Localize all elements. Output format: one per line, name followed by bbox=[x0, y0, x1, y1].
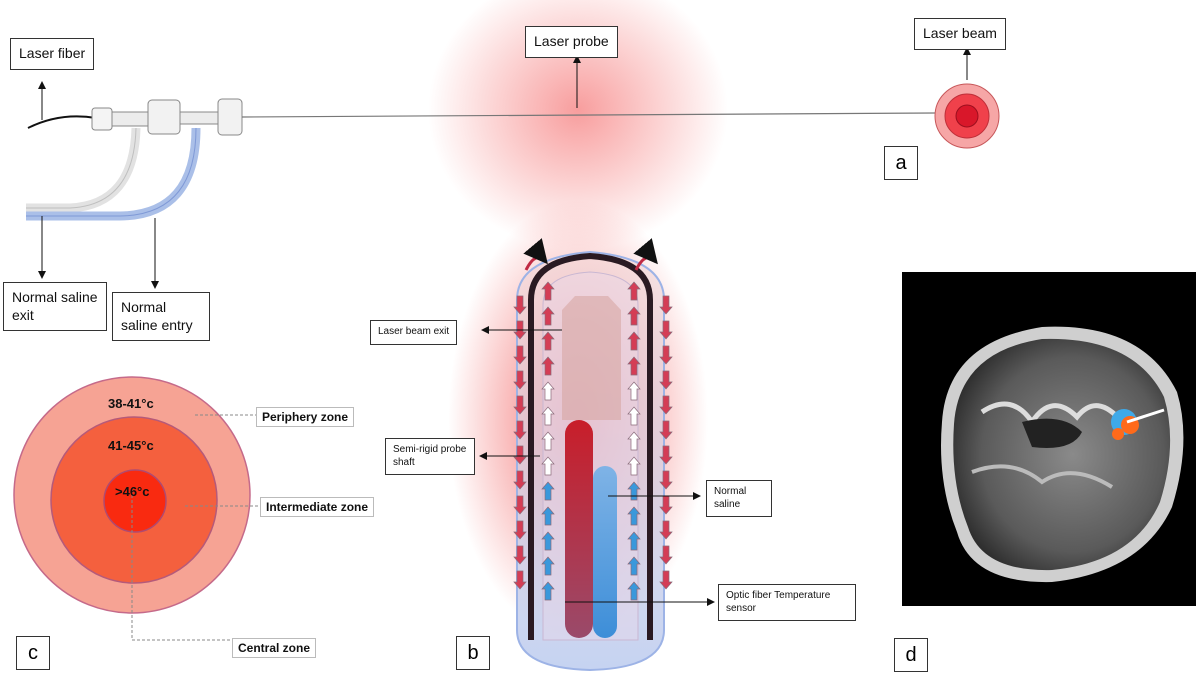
mri-image bbox=[902, 272, 1196, 606]
flow-out-arrow bbox=[513, 545, 527, 565]
flow-in-arrow bbox=[627, 456, 641, 476]
flow-out-arrow bbox=[659, 320, 673, 340]
flow-in-arrow bbox=[541, 331, 555, 351]
flow-out-arrow bbox=[513, 495, 527, 515]
flow-out-arrow bbox=[659, 570, 673, 590]
label-beam-exit: Laser beam exit bbox=[370, 320, 458, 345]
laser-fiber-assembly bbox=[26, 98, 936, 221]
flow-out-arrow bbox=[513, 470, 527, 490]
flow-in-arrow bbox=[627, 556, 641, 576]
thermal-zones bbox=[13, 376, 260, 641]
flow-in-arrow bbox=[541, 531, 555, 551]
flow-in-arrow bbox=[541, 456, 555, 476]
flow-in-arrow bbox=[627, 306, 641, 326]
flow-out-arrow bbox=[513, 395, 527, 415]
flow-out-arrow bbox=[513, 295, 527, 315]
flow-out-arrow bbox=[513, 445, 527, 465]
flow-out-arrow bbox=[513, 345, 527, 365]
label-laser-beam: Laser beam bbox=[914, 18, 1006, 50]
panel-label-d: d bbox=[894, 638, 928, 672]
flow-out-arrow bbox=[659, 345, 673, 365]
brain bbox=[953, 338, 1171, 571]
flow-in-arrow bbox=[541, 581, 555, 601]
flow-in-arrow bbox=[627, 431, 641, 451]
flow-out-arrow bbox=[513, 570, 527, 590]
flow-out-arrow bbox=[659, 295, 673, 315]
panel-label-a: a bbox=[884, 146, 918, 180]
flow-in-arrow bbox=[627, 581, 641, 601]
flow-out-arrow bbox=[659, 470, 673, 490]
label-saline-exit: Normal saline exit bbox=[3, 282, 107, 331]
panel-label-c: c bbox=[16, 636, 50, 670]
flow-out-arrow bbox=[659, 395, 673, 415]
flow-in-arrow bbox=[627, 381, 641, 401]
flow-out-arrow bbox=[659, 495, 673, 515]
temp-central: >46°c bbox=[115, 484, 150, 499]
flow-in-arrow bbox=[627, 506, 641, 526]
label-intermediate-zone: Intermediate zone bbox=[260, 497, 375, 517]
panel-label-b: b bbox=[456, 636, 490, 670]
flow-in-arrow bbox=[541, 306, 555, 326]
flow-in-arrow bbox=[541, 356, 555, 376]
flow-out-arrow bbox=[513, 370, 527, 390]
flow-out-arrow bbox=[513, 520, 527, 540]
label-laser-fiber: Laser fiber bbox=[10, 38, 95, 70]
probe-cross-section bbox=[516, 250, 665, 672]
flow-in-arrow bbox=[541, 406, 555, 426]
label-saline: Normal saline bbox=[706, 480, 772, 517]
flow-in-arrow bbox=[541, 506, 555, 526]
central-circle bbox=[103, 469, 167, 533]
flow-out-arrow bbox=[659, 370, 673, 390]
flow-in-arrow bbox=[627, 331, 641, 351]
laser-rod bbox=[565, 420, 593, 638]
flow-out-arrow bbox=[513, 420, 527, 440]
laser-probe-line bbox=[241, 112, 936, 118]
flow-in-arrow bbox=[627, 356, 641, 376]
flow-in-arrow bbox=[627, 406, 641, 426]
laser-beam-target bbox=[934, 83, 1000, 149]
temp-periphery: 38-41°c bbox=[108, 396, 154, 411]
flow-out-arrow bbox=[659, 545, 673, 565]
flow-in-arrow bbox=[541, 381, 555, 401]
flow-in-arrow bbox=[627, 281, 641, 301]
flow-in-arrow bbox=[541, 431, 555, 451]
label-sensor: Optic fiber Temperature sensor bbox=[718, 584, 856, 621]
label-shaft: Semi-rigid probe shaft bbox=[385, 438, 475, 475]
flow-out-arrow bbox=[659, 420, 673, 440]
label-laser-probe: Laser probe bbox=[525, 26, 618, 58]
flow-turn-right bbox=[633, 238, 658, 271]
label-central-zone: Central zone bbox=[232, 638, 317, 658]
flow-in-arrow bbox=[541, 481, 555, 501]
label-periphery-zone: Periphery zone bbox=[256, 407, 355, 427]
laser-glow-top bbox=[428, 0, 728, 250]
flow-out-arrow bbox=[659, 520, 673, 540]
flow-arrows bbox=[513, 281, 673, 601]
saline-rod bbox=[593, 466, 617, 638]
flow-out-arrow bbox=[659, 445, 673, 465]
flow-in-arrow bbox=[541, 556, 555, 576]
flow-in-arrow bbox=[541, 281, 555, 301]
label-saline-entry: Normal saline entry bbox=[112, 292, 210, 341]
temp-intermediate: 41-45°c bbox=[108, 438, 154, 453]
flow-in-arrow bbox=[627, 531, 641, 551]
flow-turn-left bbox=[523, 238, 548, 271]
